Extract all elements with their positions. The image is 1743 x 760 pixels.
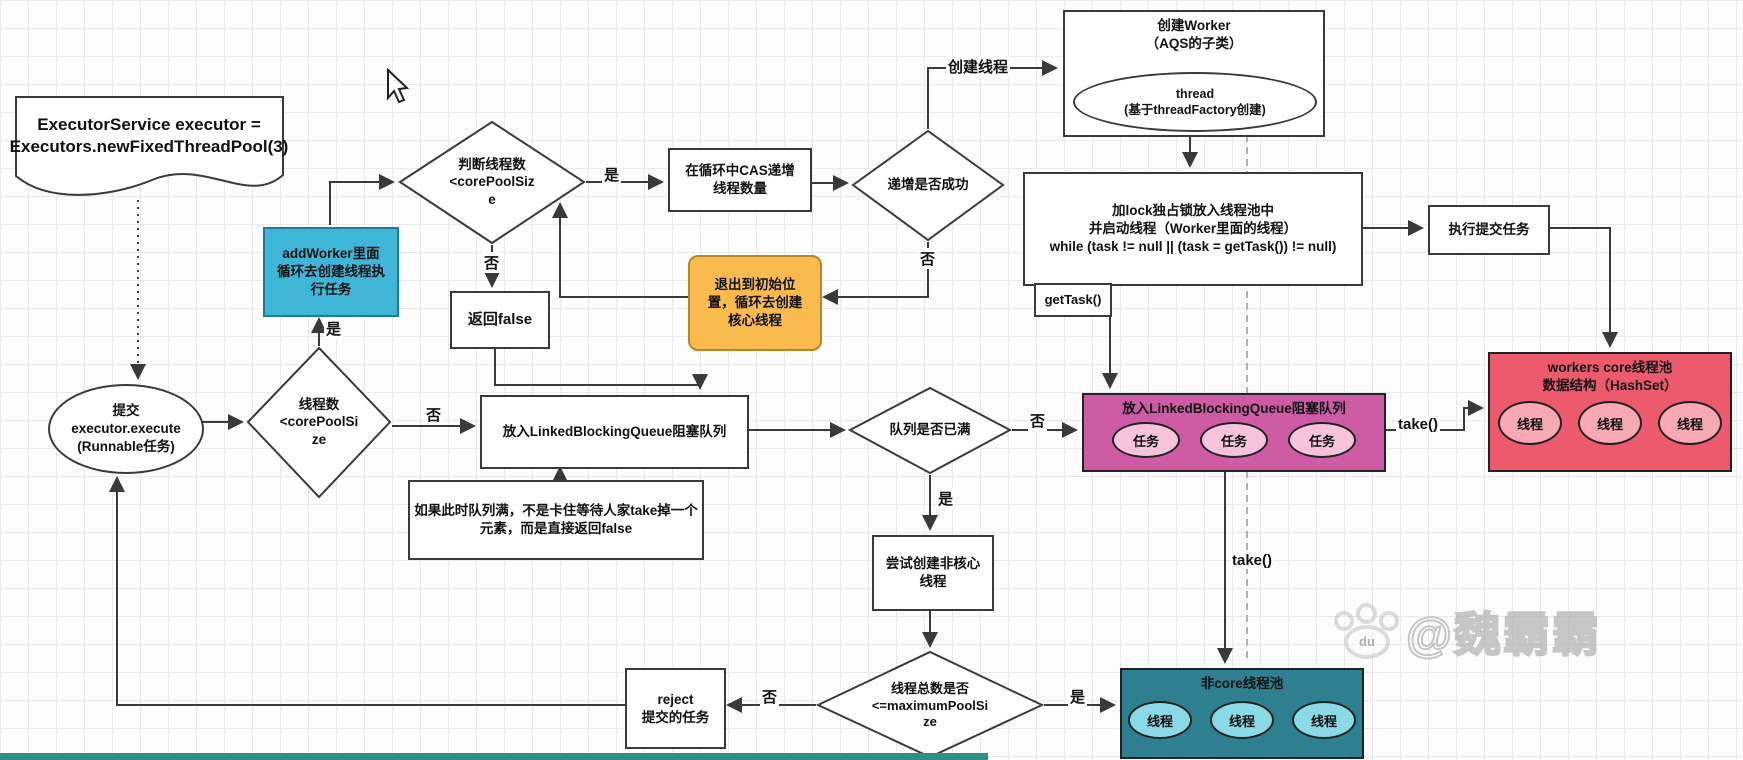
watermark: du @魏霸霸 xyxy=(1334,596,1601,665)
thread-ellipse-noncore: 线程 xyxy=(1210,701,1274,740)
edge-label-no: 否 xyxy=(760,686,780,707)
gettask-label-box: getTask() xyxy=(1034,283,1112,317)
edge-label-yes: 是 xyxy=(324,318,344,339)
task-ellipse: 任务 xyxy=(1112,422,1180,459)
lock-box: 加lock独占锁放入线程池中 并启动线程（Worker里面的线程） while … xyxy=(1023,172,1363,286)
incr-success-diamond: 递增是否成功 xyxy=(887,177,969,193)
thread-ellipse-core: 线程 xyxy=(1658,401,1722,446)
queue-note-box: 如果此时队列满，不是卡住等待人家take掉一个元素，而是直接返回false xyxy=(408,480,704,560)
return-false-box: 返回false xyxy=(450,291,550,349)
task-ellipse: 任务 xyxy=(1288,422,1356,459)
max-pool-diamond-shape xyxy=(815,650,1045,759)
exit-loop-box: 退出到初始位 置，循环去创建 核心线程 xyxy=(688,255,822,351)
document-shape xyxy=(15,96,284,196)
workers-pool-title: workers core线程池 数据结构（HashSet） xyxy=(1542,360,1678,394)
submit-ellipse: 提交 executor.execute (Runnable任务) xyxy=(48,384,204,474)
task-ellipse: 任务 xyxy=(1200,422,1268,459)
incr-success-diamond-shape xyxy=(851,129,1005,242)
edge-label-no: 否 xyxy=(1028,410,1048,431)
queue-box: 放入LinkedBlockingQueue阻塞队列 xyxy=(480,395,749,469)
edge-label-create-thread: 创建线程 xyxy=(946,56,1011,77)
edge-exitloop-back-to-judge xyxy=(552,202,690,298)
edge-reject-feedback xyxy=(109,476,625,706)
colored-queue-box: 放入LinkedBlockingQueue阻塞队列 任务 任务 任务 xyxy=(1082,393,1386,472)
edge-incr-no xyxy=(822,242,929,305)
edge-label-yes: 是 xyxy=(936,488,956,509)
check-core-diamond: 线程数 <corePoolSi ze xyxy=(279,396,359,447)
edge-label-no: 否 xyxy=(918,248,938,269)
edge-label-take: take() xyxy=(1230,552,1275,569)
create-worker-title: 创建Worker （AQS的子类） xyxy=(1145,18,1243,52)
edge-label-yes: 是 xyxy=(1068,686,1088,707)
thread-ellipse-noncore: 线程 xyxy=(1128,701,1192,740)
edge-label-no: 否 xyxy=(424,404,444,425)
try-noncore-box: 尝试创建非核心 线程 xyxy=(872,535,994,611)
edge-incr-create-thread xyxy=(927,60,1058,129)
exec-task-box: 执行提交任务 xyxy=(1428,205,1550,255)
edge-label-take: take() xyxy=(1396,416,1441,433)
create-worker-box: 创建Worker （AQS的子类） thread (基于threadFactor… xyxy=(1063,10,1325,137)
noncore-pool-title: 非core线程池 xyxy=(1200,676,1284,691)
judge-count-diamond-shape xyxy=(398,120,586,245)
paw-icon: du xyxy=(1334,602,1399,659)
check-core-diamond-shape xyxy=(246,346,392,499)
edge-label-yes: 是 xyxy=(602,164,622,185)
cas-box: 在循环中CAS递增 线程数量 xyxy=(668,148,812,212)
edge-returnfalse-to-queue xyxy=(494,345,708,390)
noncore-pool-box: 非core线程池 线程 线程 线程 xyxy=(1120,668,1364,759)
reject-box: reject 提交的任务 xyxy=(625,668,726,749)
thread-ellipse-core: 线程 xyxy=(1498,401,1562,446)
du-logo: du xyxy=(1344,624,1390,659)
edge-label-no: 否 xyxy=(482,252,502,273)
edge-exec-to-workers xyxy=(1547,227,1618,348)
queue-full-diamond-shape xyxy=(847,386,1013,475)
queue-full-diamond: 队列是否已满 xyxy=(889,422,971,438)
bottom-accent-bar xyxy=(0,753,988,760)
judge-count-diamond: 判断线程数 <corePoolSiz e xyxy=(449,156,535,207)
workers-pool-box: workers core线程池 数据结构（HashSet） 线程 线程 线程 xyxy=(1488,352,1732,472)
watermark-handle: @魏霸霸 xyxy=(1405,607,1601,662)
max-pool-diamond: 线程总数是否 <=maximumPoolSi ze xyxy=(871,680,989,730)
mouse-cursor-icon xyxy=(387,67,410,104)
thread-ellipse-noncore: 线程 xyxy=(1292,701,1356,740)
add-worker-box: addWorker里面 循环去创建线程执 行任务 xyxy=(263,227,399,317)
edge-addworker-to-judge xyxy=(329,174,395,225)
thread-ellipse-core: 线程 xyxy=(1578,401,1642,446)
executor-doc-text: ExecutorService executor = Executors.new… xyxy=(9,114,289,156)
thread-ellipse: thread (基于threadFactory创建) xyxy=(1073,72,1317,132)
colored-queue-title: 放入LinkedBlockingQueue阻塞队列 xyxy=(1122,401,1346,416)
